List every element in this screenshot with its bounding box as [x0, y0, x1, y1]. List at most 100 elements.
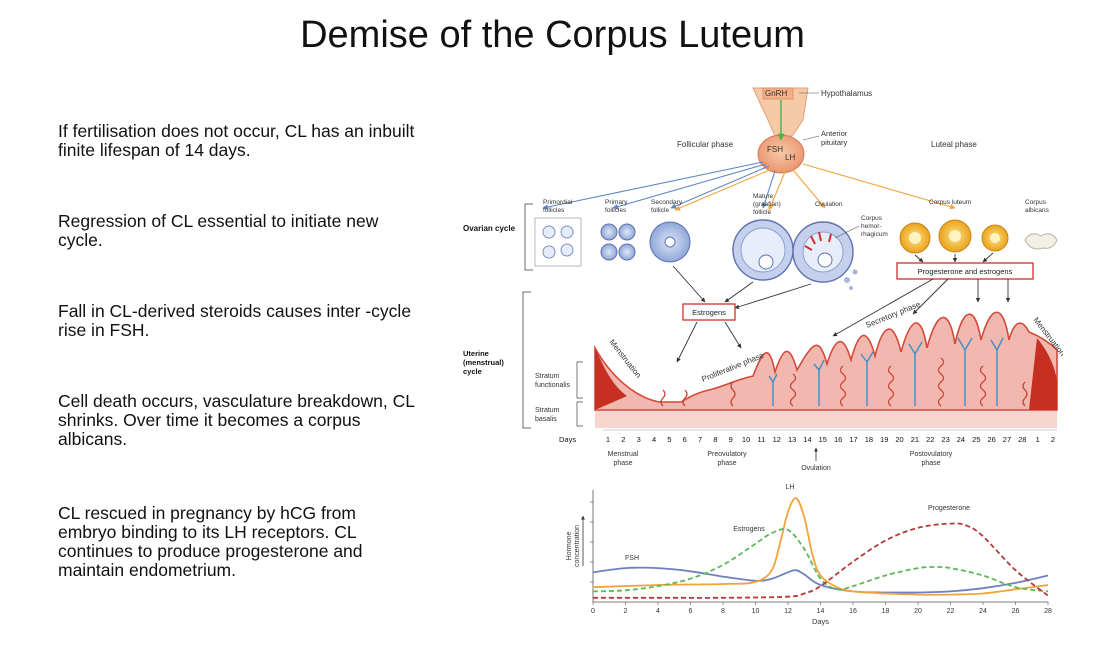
day-number: 22: [926, 435, 934, 444]
day-number: 1: [1036, 435, 1040, 444]
x-tick-label: 14: [817, 608, 825, 615]
x-tick-label: 20: [914, 608, 922, 615]
day-number: 6: [683, 435, 687, 444]
day-number: 5: [667, 435, 671, 444]
albicans-label-2: albicans: [1025, 207, 1050, 214]
fsh-lh-arrows: [542, 161, 956, 211]
day-number: 10: [742, 435, 750, 444]
mature-label-2: (graafian): [753, 201, 781, 208]
ovulating-follicle: [792, 221, 858, 290]
corpus-luteum-stages: [899, 219, 1009, 254]
progesterone-arrows: [914, 252, 994, 263]
postovulatory-label-1: Postovulatory: [910, 451, 953, 458]
slide-title: Demise of the Corpus Luteum: [300, 14, 805, 56]
day-number: 19: [880, 435, 888, 444]
secondary-label-2: follicle: [651, 207, 669, 214]
series-lh-label: LH: [786, 484, 795, 491]
bullet-lifespan: If fertilisation does not occur, CL has …: [58, 121, 415, 160]
x-tick-label: 12: [784, 608, 792, 615]
x-tick-label: 16: [849, 608, 857, 615]
anterior-label: Anterior: [821, 129, 848, 138]
series-progesterone-label: Progesterone: [928, 505, 970, 512]
fsh-pituitary-label: FSH: [767, 145, 783, 154]
mature-follicle: [732, 219, 794, 281]
series-progesterone-line: [593, 522, 1049, 599]
day-number: 15: [819, 435, 827, 444]
basalis-label-1: Stratum: [535, 407, 560, 414]
day-number: 26: [987, 435, 995, 444]
day-number: 25: [972, 435, 980, 444]
uterine-label-2: (menstrual): [463, 358, 504, 367]
secondary-label-1: Secondary: [651, 199, 683, 206]
hypothalamus-label: Hypothalamus: [821, 89, 872, 98]
corpus-albicans: [1024, 233, 1058, 250]
x-tick-label: 24: [979, 608, 987, 615]
day-number: 13: [788, 435, 796, 444]
primary-label-1: Primary: [605, 199, 628, 206]
x-tick-label: 26: [1012, 608, 1020, 615]
uterine-label-3: cycle: [463, 367, 482, 376]
lh-pituitary-label: LH: [785, 153, 795, 162]
x-tick-label: 2: [624, 608, 628, 615]
day-number: 23: [941, 435, 949, 444]
pituitary-label: pituitary: [821, 138, 848, 147]
bullet-fsh-rise: Fall in CL-derived steroids causes inter…: [58, 301, 412, 340]
day-number: 14: [803, 435, 811, 444]
bullet-pregnancy: CL rescued in pregnancy by hCG from embr…: [58, 503, 363, 580]
functionalis-label-2: functionalis: [535, 382, 571, 389]
x-tick-label: 28: [1044, 608, 1052, 615]
chart-ylabel: Hormoneconcentration: [566, 525, 581, 567]
day-number: 3: [637, 435, 641, 444]
estrogens-box: [682, 303, 736, 321]
day-number: 18: [865, 435, 873, 444]
hemorrhagicum-label-2: hemor-: [861, 223, 882, 230]
day-number: 28: [1018, 435, 1026, 444]
menstrual-cycle-figure: GnRH Hypothalamus FSH LH Anterior pituit…: [463, 87, 1063, 626]
day-number: 11: [758, 435, 766, 444]
secondary-follicle: [649, 221, 691, 263]
follicular-phase-label: Follicular phase: [677, 140, 734, 149]
preovulatory-label-2: phase: [717, 460, 736, 467]
uterine-label-1: Uterine: [463, 349, 489, 358]
ovarian-cycle-label: Ovarian cycle: [463, 224, 516, 233]
menstrual-phase-label-1: Menstrual: [608, 451, 639, 458]
day-number: 20: [895, 435, 903, 444]
day-number: 2: [1051, 435, 1055, 444]
x-tick-label: 18: [882, 608, 890, 615]
preovulatory-label-1: Preovulatory: [707, 451, 747, 458]
day-number: 2: [621, 435, 625, 444]
chart-xlabel: Days: [812, 617, 829, 626]
albicans-label-1: Corpus: [1025, 199, 1047, 206]
x-tick-label: 0: [591, 608, 595, 615]
estrogens-box-label: Estrogens: [692, 308, 726, 317]
primordial-label-1: Primordial: [543, 199, 573, 206]
mature-label-1: Mature: [753, 193, 774, 200]
day-number: 1: [606, 435, 610, 444]
x-tick-label: 4: [656, 608, 660, 615]
x-tick-label: 6: [689, 608, 693, 615]
primary-label-2: follicles: [605, 207, 627, 214]
x-tick-label: 8: [721, 608, 725, 615]
corpus-luteum-label: Corpus luteum: [929, 199, 971, 206]
estrogens-arrows: [672, 265, 812, 363]
days-axis-label: Days: [559, 435, 576, 444]
hemorrhagicum-label-3: rhagicum: [861, 231, 888, 238]
day-number: 16: [834, 435, 842, 444]
ovulation-follicle-label: Ovulation: [815, 201, 843, 208]
x-tick-label: 22: [947, 608, 955, 615]
endometrium-illustration: [594, 311, 1058, 428]
day-number: 17: [849, 435, 857, 444]
bullet-regression: Regression of CL essential to initiate n…: [58, 211, 379, 250]
basalis-label-2: basalis: [535, 416, 557, 423]
series-lh-line: [592, 497, 1049, 596]
day-number: 8: [713, 435, 717, 444]
postovulatory-label-2: phase: [921, 460, 940, 467]
day-number: 21: [911, 435, 919, 444]
progesterone-estrogens-label: Progesterone and estrogens: [918, 267, 1013, 276]
series-fsh-label: FSH: [625, 555, 639, 562]
menstrual-phase-label-2: phase: [613, 460, 632, 467]
mature-label-3: follicle: [753, 209, 771, 216]
day-number: 7: [698, 435, 702, 444]
series-estrogens-label: Estrogens: [733, 526, 765, 533]
